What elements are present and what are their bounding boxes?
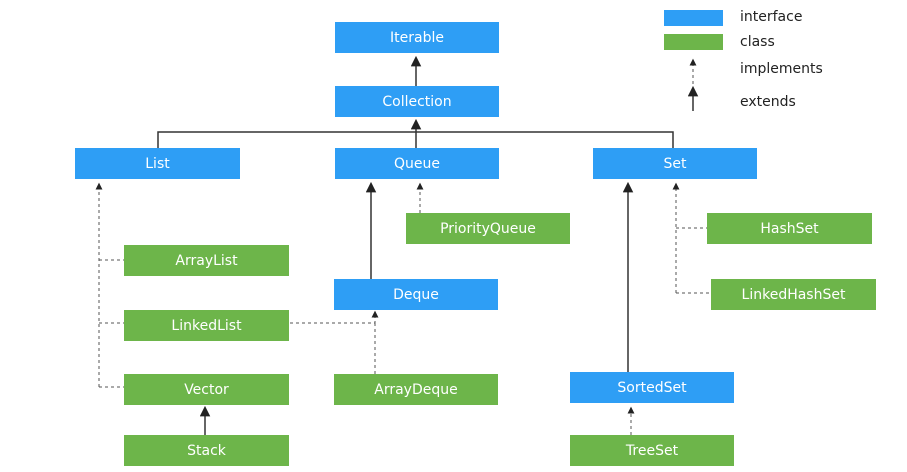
node-set: Set [593,148,757,179]
node-hashset: HashSet [707,213,872,244]
legend-interface-swatch [664,10,723,26]
node-list: List [75,148,240,179]
node-iterable: Iterable [335,22,499,53]
node-stack: Stack [124,435,289,466]
node-arraylist: ArrayList [124,245,289,276]
node-treeset: TreeSet [570,435,734,466]
node-linkedhashset: LinkedHashSet [711,279,876,310]
node-priorityqueue: PriorityQueue [406,213,570,244]
node-sortedset: SortedSet [570,372,734,403]
legend-implements-label: implements [740,61,823,77]
legend-class-swatch [664,34,723,50]
node-queue: Queue [335,148,499,179]
node-linkedlist: LinkedList [124,310,289,341]
edge-linkedlist-deque [290,310,379,324]
node-deque: Deque [334,279,498,310]
legend-interface-label: interface [740,9,803,25]
legend-class-label: class [740,34,775,50]
node-collection: Collection [335,86,499,117]
legend-extends-label: extends [740,94,796,110]
node-arraydeque: ArrayDeque [334,374,498,405]
node-vector: Vector [124,374,289,405]
